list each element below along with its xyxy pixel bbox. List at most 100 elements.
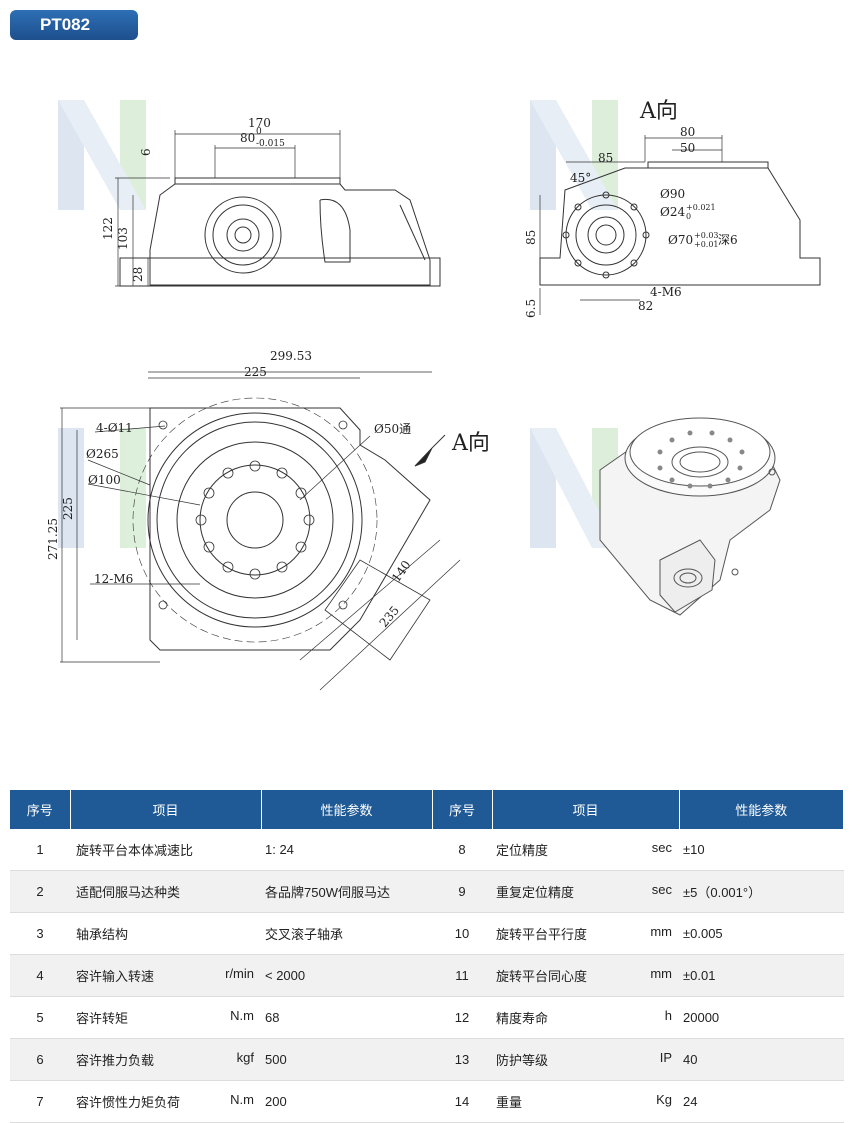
row-value-text: 500 — [265, 1052, 287, 1067]
row-item-2-text: 精度寿命 — [496, 1011, 549, 1026]
dim-271: 271.25 — [46, 518, 60, 560]
row-no: 6 — [10, 1038, 70, 1081]
dim-side-24-tol: +0.021 — [686, 203, 716, 212]
row-value-2: 40 — [679, 1038, 844, 1081]
row-value-2-text: ±5（0.001°） — [683, 885, 762, 900]
row-no-2-text: 11 — [455, 968, 469, 983]
row-no-2: 12 — [432, 996, 492, 1039]
dim-side-85: 85 — [598, 151, 613, 165]
row-item-2-text: 旋转平台同心度 — [496, 969, 588, 984]
row-value-2: 20000 — [679, 996, 844, 1039]
row-no: 1 — [10, 829, 70, 871]
dim-side-6-5: 6.5 — [524, 299, 538, 318]
header-no: 序号 — [10, 790, 71, 829]
row-item-text: 旋转平台本体减速比 — [76, 843, 194, 858]
isometric-view — [599, 417, 781, 616]
row-value-2: ±10 — [679, 829, 844, 871]
row-value-text: 各品牌750W伺服马达 — [265, 885, 390, 900]
dim-side-45: 45° — [570, 171, 591, 185]
dim-side-70-tol2: +0.01 — [694, 240, 719, 249]
row-item: 容许输入转速 r/min — [70, 954, 261, 997]
dim-side-82: 82 — [638, 299, 653, 313]
row-unit: N.m — [230, 1008, 254, 1023]
dim-103: 103 — [116, 227, 130, 250]
dim-side-70-deep: 深6 — [718, 233, 738, 247]
row-no: 5 — [10, 996, 70, 1039]
dim-100: Ø100 — [88, 473, 121, 487]
row-item-2: 旋转平台同心度 mm — [492, 954, 679, 997]
dim-225: 225 — [244, 365, 267, 379]
row-value: 500 — [261, 1038, 432, 1081]
front-view — [115, 130, 441, 287]
row-no-text: 7 — [36, 1094, 44, 1109]
row-item-text: 适配伺服马达种类 — [76, 885, 181, 900]
dim-80-tol: 0 — [256, 127, 262, 137]
row-no-text: 4 — [36, 968, 44, 983]
dim-225-v: 225 — [61, 497, 75, 520]
row-value: < 2000 — [261, 954, 432, 997]
header-item-2: 项目 — [492, 790, 680, 829]
dim-side-80: 80 — [680, 125, 695, 139]
dim-50-through: Ø50通 — [374, 422, 411, 436]
spec-table: 序号 项目 性能参数 序号 项目 性能参数 1 旋转平台本体减速比 1: 24 8 定位… — [10, 790, 844, 1123]
row-value: 68 — [261, 996, 432, 1039]
row-item-text: 容许推力负载 — [76, 1053, 155, 1068]
row-value-text: 200 — [265, 1094, 287, 1109]
table-row: 4 容许输入转速 r/min < 2000 11 旋转平台同心度 mm ±0.01 — [10, 954, 844, 997]
row-item-2-text: 定位精度 — [496, 843, 549, 858]
row-item-text: 容许输入转速 — [76, 969, 155, 984]
dim-235: 235 — [377, 603, 402, 630]
row-value: 交叉滚子轴承 — [261, 912, 432, 955]
row-no: 2 — [10, 870, 70, 913]
technical-drawings: 170 80 0 -0.015 6 122 103 28 A向 80 50 85… — [46, 99, 821, 691]
dim-265: Ø265 — [86, 447, 119, 461]
dim-122: 122 — [101, 217, 115, 240]
row-item-2-text: 防护等级 — [496, 1053, 549, 1068]
row-item-2-text: 重量 — [496, 1095, 523, 1110]
side-view — [539, 135, 821, 315]
row-value-2-text: ±0.01 — [683, 968, 716, 983]
row-value-2: ±5（0.001°） — [679, 870, 844, 913]
row-no: 3 — [10, 912, 70, 955]
row-no-2: 14 — [432, 1080, 492, 1123]
dim-side-4m6: 4-M6 — [650, 285, 682, 299]
row-value: 1: 24 — [261, 829, 432, 871]
row-unit: N.m — [230, 1092, 254, 1107]
row-no-2: 8 — [432, 829, 492, 871]
row-value-text: 交叉滚子轴承 — [265, 927, 344, 942]
row-unit: kgf — [236, 1050, 254, 1065]
row-no-2: 10 — [432, 912, 492, 955]
row-value-2-text: 20000 — [683, 1010, 720, 1025]
row-no-2-text: 8 — [458, 842, 466, 857]
row-unit: mm — [650, 924, 672, 939]
dim-side-24-tol2: 0 — [686, 212, 691, 221]
row-value-2-text: 40 — [683, 1052, 698, 1067]
table-header-row: 序号 项目 性能参数 序号 项目 性能参数 — [10, 790, 844, 829]
row-unit: h — [664, 1008, 672, 1023]
row-no-2-text: 14 — [454, 1094, 470, 1109]
row-unit: mm — [650, 966, 672, 981]
row-no: 7 — [10, 1080, 70, 1123]
header-param-2: 性能参数 — [679, 790, 844, 829]
row-value-2-text: ±10 — [683, 842, 705, 857]
row-item: 轴承结构 — [70, 912, 261, 955]
row-value-2: 24 — [679, 1080, 844, 1123]
dim-side-85v: 85 — [524, 230, 538, 245]
dim-299: 299.53 — [270, 349, 312, 363]
row-unit: sec — [651, 882, 672, 897]
row-item: 容许推力负载 kgf — [70, 1038, 261, 1081]
row-no-2: 11 — [432, 954, 492, 997]
dim-side-70: Ø70 — [668, 233, 693, 247]
row-value: 各品牌750W伺服马达 — [261, 870, 432, 913]
row-unit: r/min — [225, 966, 254, 981]
dim-4-11: 4-Ø11 — [96, 421, 133, 435]
